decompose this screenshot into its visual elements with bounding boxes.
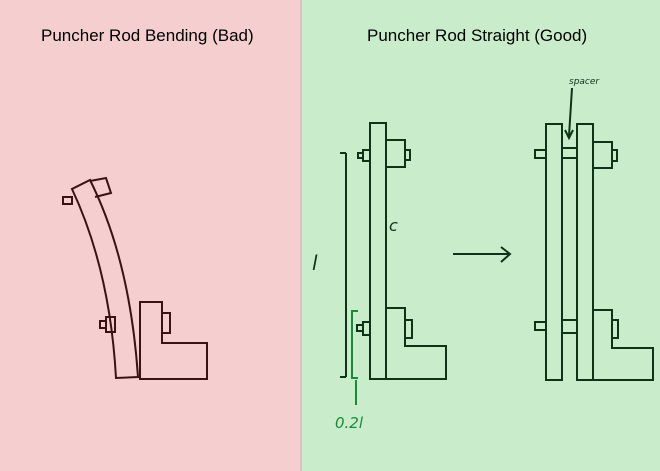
good-title: Puncher Rod Straight (Good) xyxy=(367,26,588,45)
top-bolt xyxy=(62,196,73,205)
base-bolt xyxy=(161,312,171,334)
spacer-top xyxy=(561,147,578,159)
good-panel xyxy=(302,0,660,471)
bad-panel xyxy=(0,0,300,471)
spacer-label: spacer xyxy=(569,77,600,87)
low-bolt-left xyxy=(356,324,364,332)
top-bolt-right xyxy=(404,149,411,161)
base-block xyxy=(386,307,447,380)
top-bolt xyxy=(611,149,618,162)
length-dimension xyxy=(340,152,347,378)
arrow xyxy=(453,246,512,263)
spacer-bottom xyxy=(561,319,578,334)
rod xyxy=(369,122,387,380)
low-nut-left xyxy=(362,321,371,336)
base-bolt xyxy=(611,319,619,339)
top-block xyxy=(592,141,613,169)
bent-rod-assembly xyxy=(62,176,208,380)
top-nut-left xyxy=(362,149,371,162)
fraction-label: 0.2l xyxy=(335,414,364,432)
lower-bolt xyxy=(99,320,107,329)
left-bolt-bottom xyxy=(534,321,547,331)
clearance-label: c xyxy=(389,216,398,235)
base-bolt xyxy=(404,319,413,339)
rod-right xyxy=(576,123,594,381)
base-block xyxy=(139,301,208,380)
length-label: l xyxy=(312,251,318,275)
top-block xyxy=(89,176,113,198)
left-bolt-top xyxy=(534,149,547,159)
spacer-arrow xyxy=(564,87,574,141)
top-block xyxy=(385,139,406,168)
top-bolt-left xyxy=(357,152,364,159)
bent-rod xyxy=(70,178,140,380)
straight-rod-assembly xyxy=(340,122,512,380)
spacer-assembly xyxy=(534,87,654,381)
bad-title: Puncher Rod Bending (Bad) xyxy=(41,26,254,45)
rod-left xyxy=(545,123,563,381)
panel-divider xyxy=(300,0,302,471)
clearance-bracket xyxy=(351,310,358,405)
base-block xyxy=(593,309,654,381)
